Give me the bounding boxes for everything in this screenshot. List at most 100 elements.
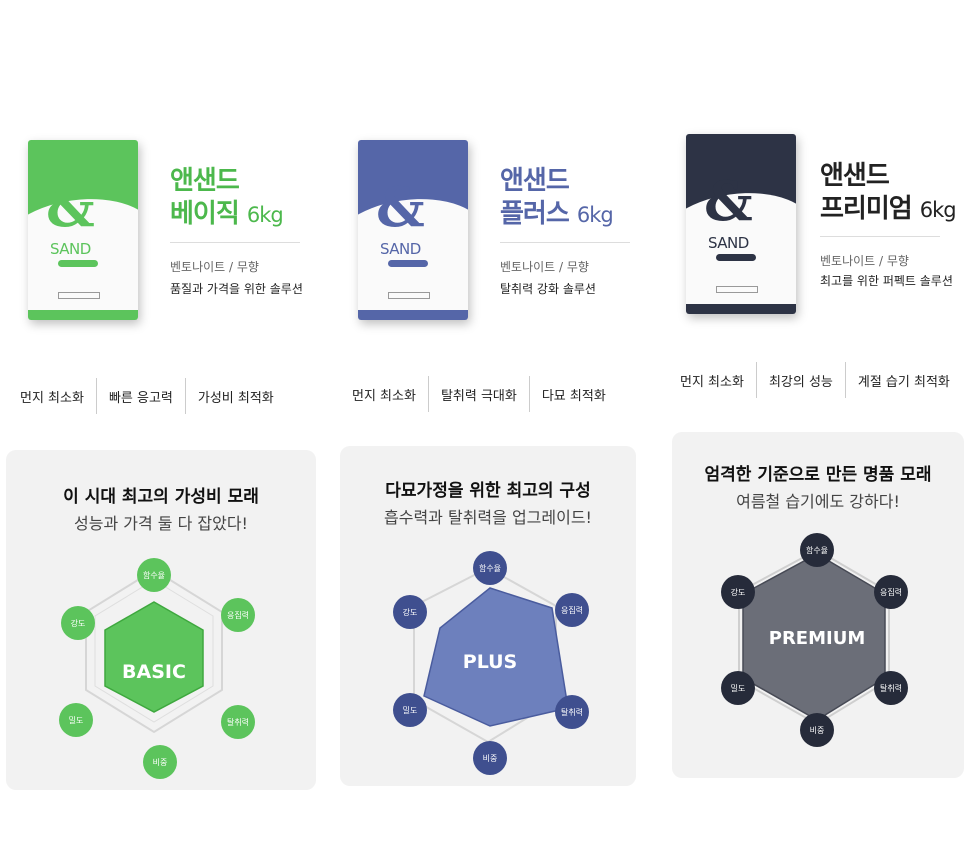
feature-list: 먼지 최소화 탈취력 극대화 다묘 최적화 [340, 376, 618, 412]
svg-text:응집력: 응집력 [227, 610, 249, 620]
svg-text:밀도: 밀도 [731, 684, 746, 693]
svg-text:밀도: 밀도 [69, 716, 84, 725]
card-title: 엄격한 기준으로 만든 명품 모래 [704, 465, 932, 485]
feature-divider [844, 362, 846, 398]
divider [820, 236, 940, 237]
bag-label-bar [716, 286, 758, 293]
product-weight: 6kg [246, 203, 284, 227]
product-name-line1: 앤샌드 [820, 161, 890, 191]
radar-center-label: BASIC [122, 661, 186, 683]
radar-center-label: PLUS [463, 651, 517, 673]
bag-bottom-band [28, 310, 138, 320]
feature-list: 먼지 최소화 빠른 응고력 가성비 최적화 [8, 378, 286, 414]
svg-text:응집력: 응집력 [880, 587, 902, 597]
radar-chart: PREMIUM 함수율 응집력 탈취력 비중 밀도 강도 [721, 533, 908, 747]
card-title: 이 시대 최고의 가성비 모래 [63, 487, 259, 507]
bag-logo-sand: SAND [708, 234, 749, 252]
svg-text:탈취력: 탈취력 [561, 707, 583, 717]
product-name: 앤샌드 베이직 6kg [170, 165, 284, 232]
radar-fill [423, 587, 569, 727]
radar-fill [104, 601, 204, 713]
feature-item: 최강의 성능 [768, 374, 833, 390]
product-solution: 탈취력 강화 솔루션 [500, 282, 596, 296]
bag-logo-sand: SAND [380, 240, 421, 258]
product-solution: 최고를 위한 퍼펙트 솔루션 [820, 274, 953, 288]
svg-text:비중: 비중 [483, 754, 498, 763]
svg-text:강도: 강도 [403, 607, 418, 617]
radar-chart: BASIC 함수율 응집력 탈취력 비중 밀도 강도 [59, 558, 255, 779]
radar-node: 비중 [143, 745, 177, 779]
product-bag-premium[interactable]: & SAND [686, 134, 796, 314]
radar-node: 응집력 [874, 575, 908, 609]
product-bag-plus[interactable]: & SAND [358, 140, 468, 320]
card-title: 다묘가정을 위한 최고의 구성 [385, 481, 591, 501]
svg-text:비중: 비중 [153, 758, 168, 767]
svg-text:탈취력: 탈취력 [227, 717, 249, 727]
radar-inner-hex [94, 579, 214, 723]
radar-node: 밀도 [393, 693, 427, 727]
feature-list: 먼지 최소화 최강의 성능 계절 습기 최적화 [670, 362, 950, 398]
feature-item: 계절 습기 최적화 [857, 374, 950, 390]
bag-tag [716, 254, 756, 261]
product-column-basic: & SAND 앤샌드 베이직 6kg 벤토나이트 / 무향 품질과 가격을 위한… [0, 0, 322, 859]
radar-node: 함수율 [473, 551, 507, 585]
bag-label-bar [388, 292, 430, 299]
radar-node: 강도 [393, 595, 427, 629]
svg-text:응집력: 응집력 [561, 605, 583, 615]
product-name: 앤샌드 프리미엄 6kg [820, 160, 957, 227]
feature-item: 다묘 최적화 [541, 388, 606, 404]
bag-logo-amp: & [376, 175, 425, 239]
radar-chart: PLUS 함수율 응집력 탈취력 비중 밀도 강도 [393, 551, 589, 775]
radar-node: 강도 [721, 575, 755, 609]
product-type: 벤토나이트 / 무향 [170, 260, 259, 274]
radar-node: 탈취력 [555, 695, 589, 729]
card-subtitle: 여름철 습기에도 강하다! [736, 492, 900, 511]
feature-divider [95, 378, 97, 414]
bag-bottom-band [358, 310, 468, 320]
feature-item: 탈취력 극대화 [440, 388, 517, 404]
radar-node: 응집력 [555, 593, 589, 627]
svg-text:함수율: 함수율 [479, 564, 501, 573]
radar-node: 함수율 [800, 533, 834, 567]
svg-text:밀도: 밀도 [403, 706, 418, 715]
feature-item: 먼지 최소화 [352, 388, 416, 404]
svg-text:탈취력: 탈취력 [880, 683, 902, 693]
radar-node: 비중 [800, 713, 834, 747]
feature-card-plus: 다묘가정을 위한 최고의 구성 흡수력과 탈취력을 업그레이드! PLUS 함수… [340, 446, 636, 786]
product-weight: 6kg [919, 198, 957, 222]
radar-node: 밀도 [59, 703, 93, 737]
bag-logo-sand: SAND [50, 240, 91, 258]
svg-text:함수율: 함수율 [143, 571, 165, 580]
divider [170, 242, 300, 243]
feature-card-basic: 이 시대 최고의 가성비 모래 성능과 가격 둘 다 잡았다! BASIC 함수… [6, 450, 316, 790]
product-name-line2: 베이직 [170, 199, 240, 229]
svg-text:강도: 강도 [71, 618, 86, 628]
bag-tag [58, 260, 98, 267]
feature-divider [427, 376, 429, 412]
product-column-plus: & SAND 앤샌드 플러스 6kg 벤토나이트 / 무향 탈취력 강화 솔루션… [322, 0, 644, 859]
product-solution: 품질과 가격을 위한 솔루션 [170, 282, 303, 296]
product-name: 앤샌드 플러스 6kg [500, 165, 614, 232]
product-name-line1: 앤샌드 [500, 166, 570, 196]
divider [500, 242, 630, 243]
feature-item: 먼지 최소화 [680, 374, 744, 390]
product-weight: 6kg [576, 203, 614, 227]
product-name-line2: 프리미엄 [820, 194, 913, 224]
radar-node: 강도 [61, 606, 95, 640]
feature-item: 먼지 최소화 [20, 390, 84, 406]
product-type: 벤토나이트 / 무향 [820, 254, 909, 268]
card-subtitle: 흡수력과 탈취력을 업그레이드! [384, 508, 592, 527]
svg-text:함수율: 함수율 [806, 546, 828, 555]
bag-label-bar [58, 292, 100, 299]
feature-divider [755, 362, 757, 398]
feature-card-premium: 엄격한 기준으로 만든 명품 모래 여름철 습기에도 강하다! PREMIUM … [672, 432, 964, 778]
bag-bottom-band [686, 304, 796, 314]
product-name-line1: 앤샌드 [170, 166, 240, 196]
bag-logo-amp: & [704, 169, 753, 233]
product-bag-basic[interactable]: & SAND [28, 140, 138, 320]
radar-node: 응집력 [221, 598, 255, 632]
radar-center-label: PREMIUM [769, 628, 866, 649]
product-column-premium: & SAND 앤샌드 프리미엄 6kg 벤토나이트 / 무향 최고를 위한 퍼펙… [644, 0, 966, 859]
radar-node: 탈취력 [874, 671, 908, 705]
card-subtitle: 성능과 가격 둘 다 잡았다! [74, 514, 248, 533]
